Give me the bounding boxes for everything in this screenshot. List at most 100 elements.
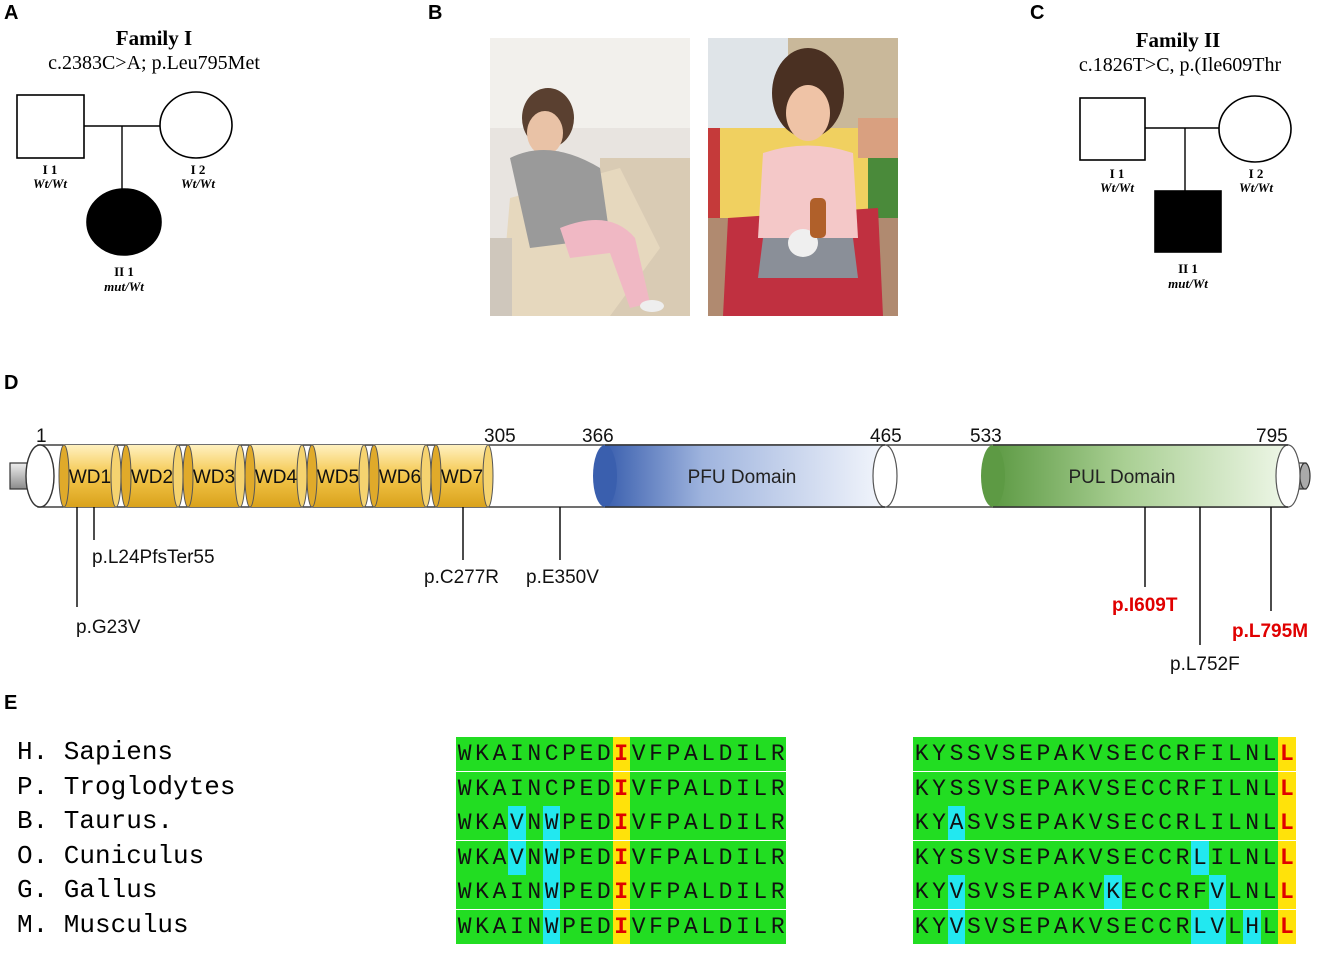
panel-letter-c: C bbox=[1030, 2, 1045, 24]
residue: V bbox=[629, 875, 648, 909]
residue: F bbox=[647, 909, 665, 944]
residue: I bbox=[508, 771, 526, 806]
residue: W bbox=[542, 806, 561, 840]
residue: L bbox=[1278, 771, 1296, 806]
residue: L bbox=[699, 840, 717, 875]
residue: E bbox=[577, 806, 596, 840]
variant-label-highlight: p.L795M bbox=[1232, 621, 1308, 642]
residue: S bbox=[965, 875, 983, 909]
residue: L bbox=[751, 875, 770, 909]
residue: E bbox=[577, 737, 596, 771]
residue: V bbox=[508, 840, 526, 875]
wd-repeat-label: WD3 bbox=[193, 467, 235, 488]
residue: L bbox=[751, 737, 770, 771]
residue: N bbox=[1243, 875, 1261, 909]
family1-child-genotype: mut/Wt bbox=[104, 279, 144, 294]
residue: L bbox=[1226, 875, 1244, 909]
residue: I bbox=[734, 840, 752, 875]
residue: K bbox=[913, 737, 931, 771]
residue: L bbox=[1191, 806, 1209, 840]
residue: F bbox=[1191, 875, 1209, 909]
family1-father-id: I 1 bbox=[42, 162, 58, 177]
residue: R bbox=[769, 909, 787, 944]
residue: W bbox=[456, 737, 474, 771]
residue: P bbox=[560, 909, 578, 944]
residue: C bbox=[1139, 737, 1157, 771]
wd-repeat-4: WD4 bbox=[244, 444, 308, 508]
residue: D bbox=[595, 737, 613, 771]
residue: E bbox=[1017, 771, 1035, 806]
residue: I bbox=[1208, 737, 1227, 771]
panel-letter-e: E bbox=[4, 692, 18, 714]
residue: K bbox=[913, 771, 931, 806]
residue: C bbox=[1139, 771, 1157, 806]
residue: F bbox=[647, 875, 665, 909]
residue: C bbox=[542, 771, 561, 806]
residue: A bbox=[682, 737, 700, 771]
residue: K bbox=[1069, 875, 1087, 909]
pfu-domain-label: PFU Domain bbox=[688, 467, 797, 488]
family2-child-id: II 1 bbox=[1178, 261, 1198, 276]
residue: L bbox=[699, 806, 717, 840]
residue: K bbox=[473, 875, 491, 909]
wd-repeat-label: WD1 bbox=[69, 467, 111, 488]
residue: K bbox=[913, 840, 931, 875]
residue: R bbox=[769, 771, 787, 806]
residue: A bbox=[490, 875, 509, 909]
residue: W bbox=[542, 840, 561, 875]
residue: L bbox=[1226, 840, 1244, 875]
residue: Y bbox=[930, 806, 948, 840]
patient-photo-1 bbox=[490, 38, 690, 316]
residue: V bbox=[1086, 840, 1105, 875]
variant-label: p.E350V bbox=[526, 567, 599, 588]
residue: F bbox=[647, 840, 665, 875]
residue: L bbox=[1260, 737, 1279, 771]
wd-repeat-5: WD5 bbox=[306, 444, 370, 508]
residue: H bbox=[1243, 909, 1261, 944]
residue: Y bbox=[930, 909, 948, 944]
residue: S bbox=[947, 737, 966, 771]
residue: N bbox=[525, 737, 543, 771]
residue: C bbox=[1139, 875, 1157, 909]
residue: I bbox=[734, 806, 752, 840]
residue: D bbox=[716, 771, 735, 806]
residue: K bbox=[473, 806, 491, 840]
residue: K bbox=[1069, 737, 1087, 771]
residue: F bbox=[647, 771, 665, 806]
residue: A bbox=[682, 909, 700, 944]
residue: K bbox=[913, 875, 931, 909]
family2-variant: c.1826T>C, p.(Ile609Thr bbox=[1078, 54, 1282, 76]
residue: W bbox=[542, 875, 561, 909]
wd-repeat-label: WD5 bbox=[317, 467, 359, 488]
residue: A bbox=[490, 806, 509, 840]
residue: D bbox=[716, 737, 735, 771]
family2-child-symbol bbox=[1154, 190, 1222, 253]
residue: V bbox=[982, 909, 1000, 944]
residue: R bbox=[769, 840, 787, 875]
residue: C bbox=[1156, 840, 1174, 875]
residue: L bbox=[699, 771, 717, 806]
residue: V bbox=[1086, 771, 1105, 806]
residue: R bbox=[1173, 771, 1192, 806]
residue: E bbox=[577, 909, 596, 944]
residue: A bbox=[1052, 840, 1070, 875]
residue: E bbox=[1017, 875, 1035, 909]
residue: I bbox=[508, 909, 526, 944]
residue: L bbox=[699, 737, 717, 771]
residue: R bbox=[1173, 875, 1192, 909]
residue: L bbox=[1226, 737, 1244, 771]
residue: Y bbox=[930, 840, 948, 875]
residue: R bbox=[1173, 737, 1192, 771]
residue: A bbox=[490, 909, 509, 944]
wd-repeat-label: WD6 bbox=[379, 467, 421, 488]
residue: E bbox=[1017, 909, 1035, 944]
residue: S bbox=[999, 875, 1018, 909]
residue: E bbox=[1121, 806, 1140, 840]
residue: K bbox=[1069, 771, 1087, 806]
residue: F bbox=[1191, 771, 1209, 806]
position-label: 1 bbox=[36, 426, 47, 447]
residue: P bbox=[1034, 737, 1053, 771]
